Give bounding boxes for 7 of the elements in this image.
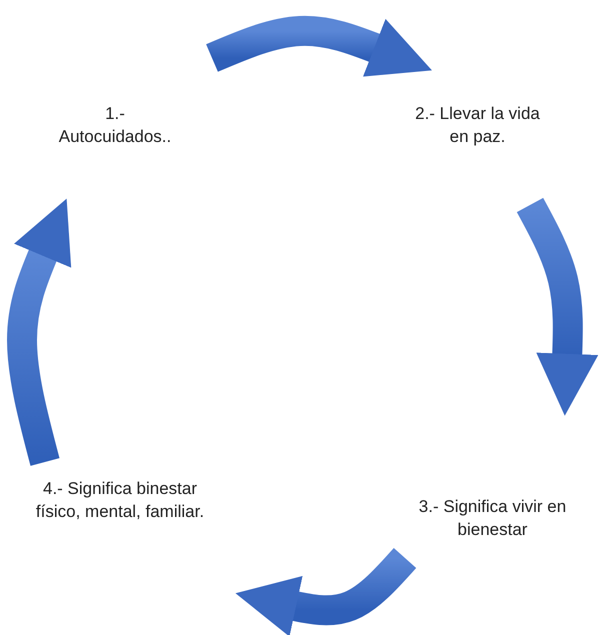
node-label: 4.- Significa binestar físico, mental, familiar.: [34, 478, 206, 523]
node-label: 1.- Autocuidados..: [58, 103, 172, 148]
curved-arrow: [206, 16, 432, 77]
node-label: 3.- Significa vivir en bienestar: [418, 496, 568, 541]
curved-arrow: [516, 198, 598, 416]
node-label: 2.- Llevar la vida en paz.: [414, 103, 541, 148]
curved-arrow: [7, 198, 72, 466]
